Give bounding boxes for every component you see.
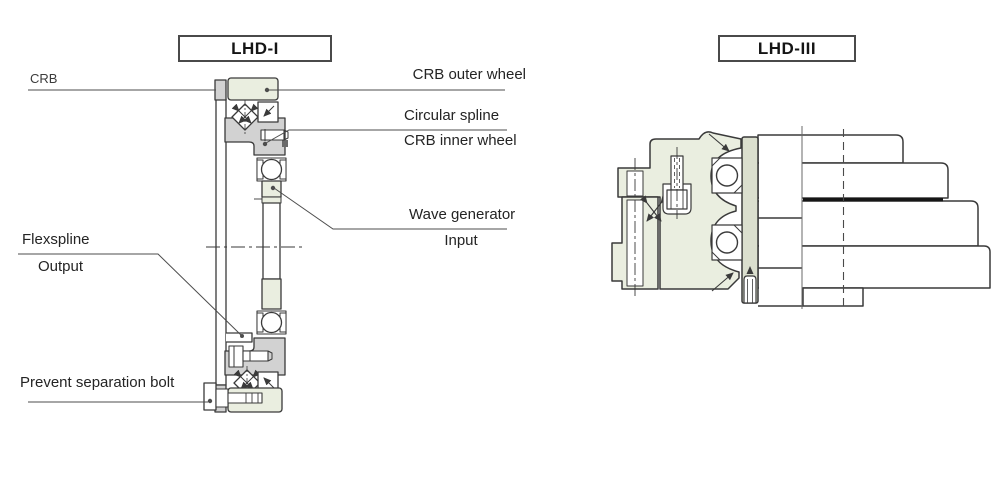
input-label: Input xyxy=(444,232,478,249)
race-square-top xyxy=(257,101,279,123)
flexspline-label: Flexspline xyxy=(22,231,90,248)
crb-label: CRB xyxy=(30,71,58,86)
output-blocks xyxy=(757,134,991,307)
lhd3-title-box: LHD-III xyxy=(718,35,856,62)
wave-generator-part xyxy=(254,180,282,310)
ball-bearing-top xyxy=(711,157,743,194)
leader-flexspline xyxy=(18,253,243,337)
lhd1-title-box: LHD-I xyxy=(178,35,332,62)
prevent-separation-bolt-part xyxy=(203,382,263,411)
leader-wave-generator xyxy=(273,187,507,230)
bearing-arrow-bottom xyxy=(711,272,734,292)
housing-bolt xyxy=(662,147,692,219)
circular-spline-top-part xyxy=(224,117,288,156)
crb-outer-wheel-part xyxy=(227,77,279,101)
ball-bearing-bottom xyxy=(711,224,743,261)
crb-outer-wheel-label: CRB outer wheel xyxy=(412,66,526,83)
spline-bolt-top xyxy=(260,129,289,141)
seal-band xyxy=(803,198,943,202)
leader-lines xyxy=(18,87,507,404)
wg-bearing-top xyxy=(256,157,287,182)
output-flange-top xyxy=(214,79,227,101)
output-label: Output xyxy=(38,258,84,275)
lhd3-title: LHD-III xyxy=(757,38,817,58)
retainer-pin xyxy=(743,266,757,304)
lhd1-cross-section xyxy=(203,77,305,413)
lhd1-title: LHD-I xyxy=(231,38,279,58)
wave-generator-label: Wave generator xyxy=(409,206,516,223)
prevent-separation-bolt-label: Prevent separation bolt xyxy=(20,374,175,391)
crb-inner-wheel-label: CRB inner wheel xyxy=(404,132,517,149)
lhd3-cross-section xyxy=(611,126,991,309)
cross-roller-symbol-top xyxy=(231,100,259,134)
spline-bolt-bottom xyxy=(228,345,273,368)
circular-spline-label: Circular spline xyxy=(404,107,500,124)
cross-roller-arrows xyxy=(639,195,669,222)
bearing-arrow-top xyxy=(708,133,730,152)
wg-bearing-bottom xyxy=(256,310,287,335)
leader-circular-spline xyxy=(265,129,507,144)
